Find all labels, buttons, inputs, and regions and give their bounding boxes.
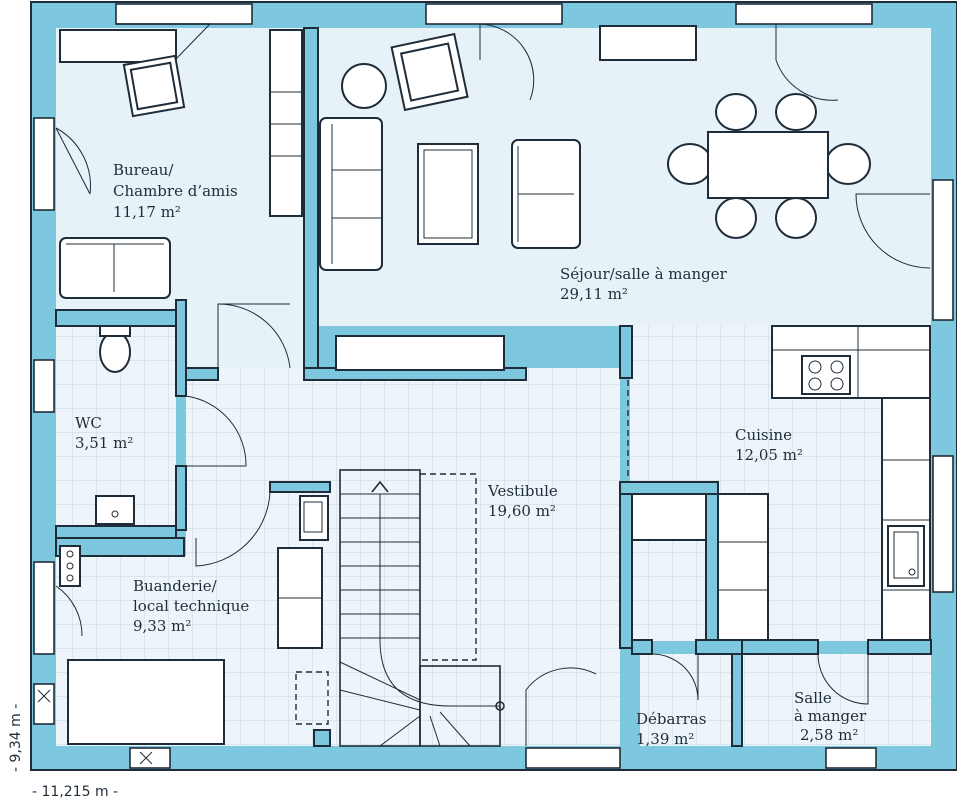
wash-basin — [95, 495, 135, 525]
staircase — [339, 380, 629, 747]
dining-chair — [775, 197, 817, 239]
label-cuisine-area: 12,05 m² — [735, 446, 803, 464]
sideboard — [335, 335, 505, 371]
dining-chair — [715, 197, 757, 239]
sofa — [319, 117, 383, 271]
dining-chair — [715, 93, 757, 131]
dimension-height: - 9,34 m - — [8, 704, 24, 772]
pantry-cabinet — [631, 493, 707, 541]
label-sejour-area: 29,11 m² — [560, 285, 628, 303]
desk-chair — [122, 54, 186, 118]
pantry-shelf — [717, 493, 769, 641]
label-bureau-area: 11,17 m² — [113, 203, 181, 221]
counter-side — [881, 397, 931, 641]
sink — [887, 525, 925, 587]
tv-unit — [599, 25, 697, 61]
sejour-furniture — [319, 25, 871, 371]
sink-cabinet — [299, 495, 329, 541]
cuisine-furniture — [631, 325, 931, 641]
wardrobe — [269, 29, 303, 217]
label-sejour: Séjour/salle à manger — [560, 265, 728, 283]
label-wc-area: 3,51 m² — [75, 434, 133, 452]
room-labels: Bureau/ Chambre d’amis 11,17 m² Séjour/s… — [75, 161, 867, 748]
label-vestibule-area: 19,60 m² — [488, 502, 556, 520]
dashed-appliance — [295, 671, 329, 725]
label-debarras-area: 1,39 m² — [636, 730, 694, 748]
label-debarras: Débarras — [636, 710, 706, 728]
desk — [59, 29, 177, 63]
coffee-table — [417, 143, 479, 245]
label-salle-line2: à manger — [794, 707, 867, 725]
dining-chair — [667, 143, 713, 185]
dining-chair — [825, 143, 871, 185]
label-bureau-line2: Chambre d’amis — [113, 182, 238, 200]
interior-walls — [55, 27, 932, 747]
label-buanderie-line1: Buanderie/ — [133, 577, 218, 595]
label-bureau-line1: Bureau/ — [113, 161, 174, 179]
label-buanderie-area: 9,33 m² — [133, 617, 191, 635]
label-cuisine: Cuisine — [735, 426, 792, 444]
floor-salle — [742, 654, 931, 746]
dimension-width: - 11,215 m - — [32, 784, 118, 800]
label-salle-area: 2,58 m² — [800, 726, 858, 744]
label-vestibule: Vestibule — [487, 482, 558, 500]
dining-chair — [775, 93, 817, 131]
label-wc: WC — [75, 414, 102, 432]
armchair-top — [390, 32, 469, 112]
label-buanderie-line2: local technique — [133, 597, 249, 615]
bureau-furniture — [59, 29, 303, 299]
sofa-bed — [59, 237, 171, 299]
label-salle-line1: Salle — [794, 689, 832, 707]
toilet — [99, 331, 131, 373]
wc-fixtures — [95, 325, 135, 525]
utility-table — [67, 659, 225, 745]
ground-markers — [37, 689, 153, 765]
boiler-unit — [59, 545, 81, 587]
windows — [33, 3, 954, 769]
cooktop — [801, 355, 851, 395]
side-table — [341, 63, 387, 109]
buanderie-fixtures — [59, 495, 329, 745]
